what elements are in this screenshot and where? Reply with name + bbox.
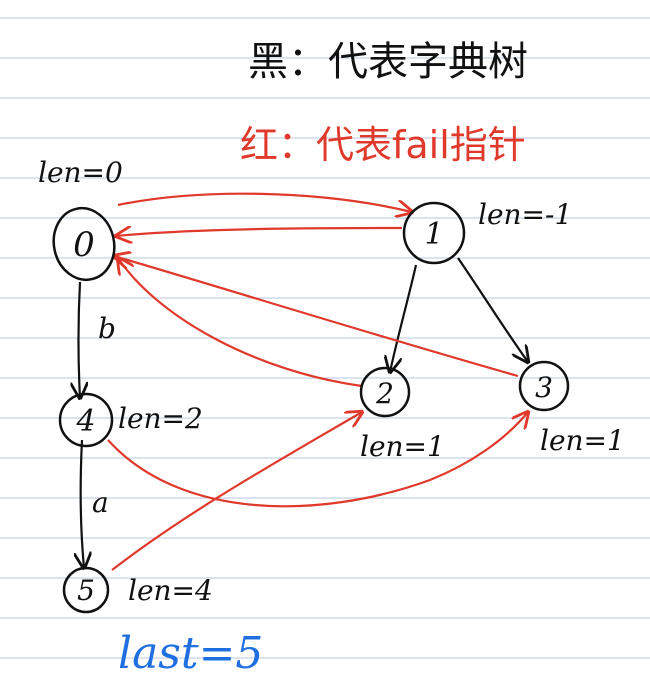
notebook-rules (0, 17, 650, 659)
fail-edge-3-0 (114, 256, 519, 378)
trie-edge-1-3 (457, 257, 528, 362)
node-4: 4 (58, 392, 114, 448)
node-1: 1 (402, 201, 466, 265)
svg-text:3: 3 (535, 371, 553, 404)
trie-edge-label-b: b (98, 312, 116, 345)
svg-text:5: 5 (77, 574, 95, 607)
fail-edge-4-3 (107, 412, 528, 508)
len-label-node-5: len=4 (128, 574, 213, 607)
fail-edge-1-0 (116, 228, 403, 236)
len-label-node-1: len=-1 (478, 198, 572, 231)
len-label-node-4: len=2 (118, 402, 203, 435)
trie-edge-label-a: a (92, 486, 109, 519)
fail-edge-0-1 (117, 192, 412, 212)
svg-text:0: 0 (73, 225, 95, 265)
node-5: 5 (62, 566, 110, 614)
len-label-node-0: len=0 (38, 156, 123, 189)
trie-edge-1-2 (390, 264, 418, 372)
node-0: 0 (52, 206, 116, 282)
node-3: 3 (518, 360, 570, 412)
node-2: 2 (359, 366, 411, 418)
fail-edge-5-2 (111, 412, 362, 571)
svg-text:2: 2 (375, 377, 394, 410)
fail-edge-2-0 (118, 258, 363, 388)
len-label-node-3: len=1 (540, 424, 625, 457)
fail-edges (107, 192, 528, 571)
trie-edges (79, 257, 529, 568)
trie-edge-4-5 (81, 439, 84, 568)
svg-text:4: 4 (75, 404, 95, 439)
len-label-node-2: len=1 (360, 430, 445, 463)
last-note: last=5 (118, 628, 263, 679)
legend-red: 红：代表fail指针 (240, 123, 526, 167)
svg-text:1: 1 (424, 217, 443, 252)
legend-black: 黑：代表字典树 (248, 39, 528, 85)
trie-edge-0-4 (79, 281, 81, 398)
